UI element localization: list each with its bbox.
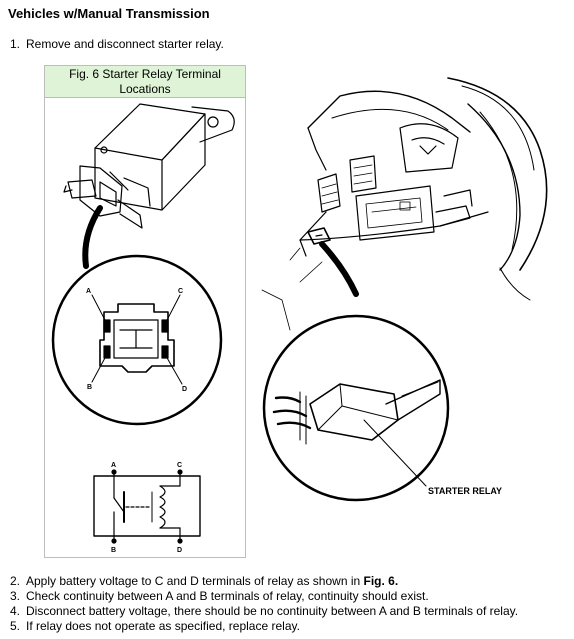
starter-relay-callout: STARTER RELAY (428, 486, 502, 496)
pin-diagram: A C B D (51, 254, 223, 426)
step-5-text: If relay does not operate as specified, … (26, 619, 300, 633)
relay-wire (82, 205, 103, 269)
relay-schematic: A C B D (93, 462, 201, 554)
step-4-text: Disconnect battery voltage, there should… (26, 604, 519, 618)
step-5-number: 5. (9, 619, 20, 633)
step-2-number: 2. (9, 574, 20, 588)
relay-body-drawing (63, 103, 235, 229)
step-4: 4. Disconnect battery voltage, there shou… (0, 604, 518, 618)
step-1-number: 1. (9, 37, 20, 51)
step-3-text: Check continuity between A and B termina… (26, 589, 429, 603)
step-4-number: 4. (9, 604, 20, 618)
step-3-number: 3. (9, 589, 20, 603)
step-5: 5. If relay does not operate as specified… (0, 619, 300, 633)
figure-caption: Fig. 6 Starter Relay Terminal Locations (45, 66, 245, 98)
page-heading: Vehicles w/Manual Transmission (8, 6, 210, 21)
step-2-figure-ref: Fig. 6. (363, 574, 399, 588)
schematic-label-a: A (111, 462, 116, 469)
dashboard-drawing (261, 77, 548, 331)
schematic-label-b: B (111, 547, 116, 554)
step-2-text: Apply battery voltage to C and D termina… (26, 574, 364, 588)
pin-label-d: D (182, 386, 187, 393)
location-wire (319, 241, 359, 297)
pin-label-a: A (86, 288, 91, 295)
starter-relay-zoom: STARTER RELAY (262, 314, 502, 502)
step-2: 2. Apply battery voltage to C and D termi… (0, 574, 398, 588)
schematic-label-d: D (177, 547, 182, 554)
step-3: 3. Check continuity between A and B termi… (0, 589, 429, 603)
step-1: 1. Remove and disconnect starter relay. (0, 37, 224, 51)
schematic-label-c: C (177, 462, 182, 469)
figure-caption-line2: Locations (119, 82, 171, 96)
step-1-text: Remove and disconnect starter relay. (26, 37, 224, 51)
pin-label-b: B (87, 384, 92, 391)
figure-caption-line1: Fig. 6 Starter Relay Terminal (69, 67, 221, 81)
pin-label-c: C (178, 288, 183, 295)
